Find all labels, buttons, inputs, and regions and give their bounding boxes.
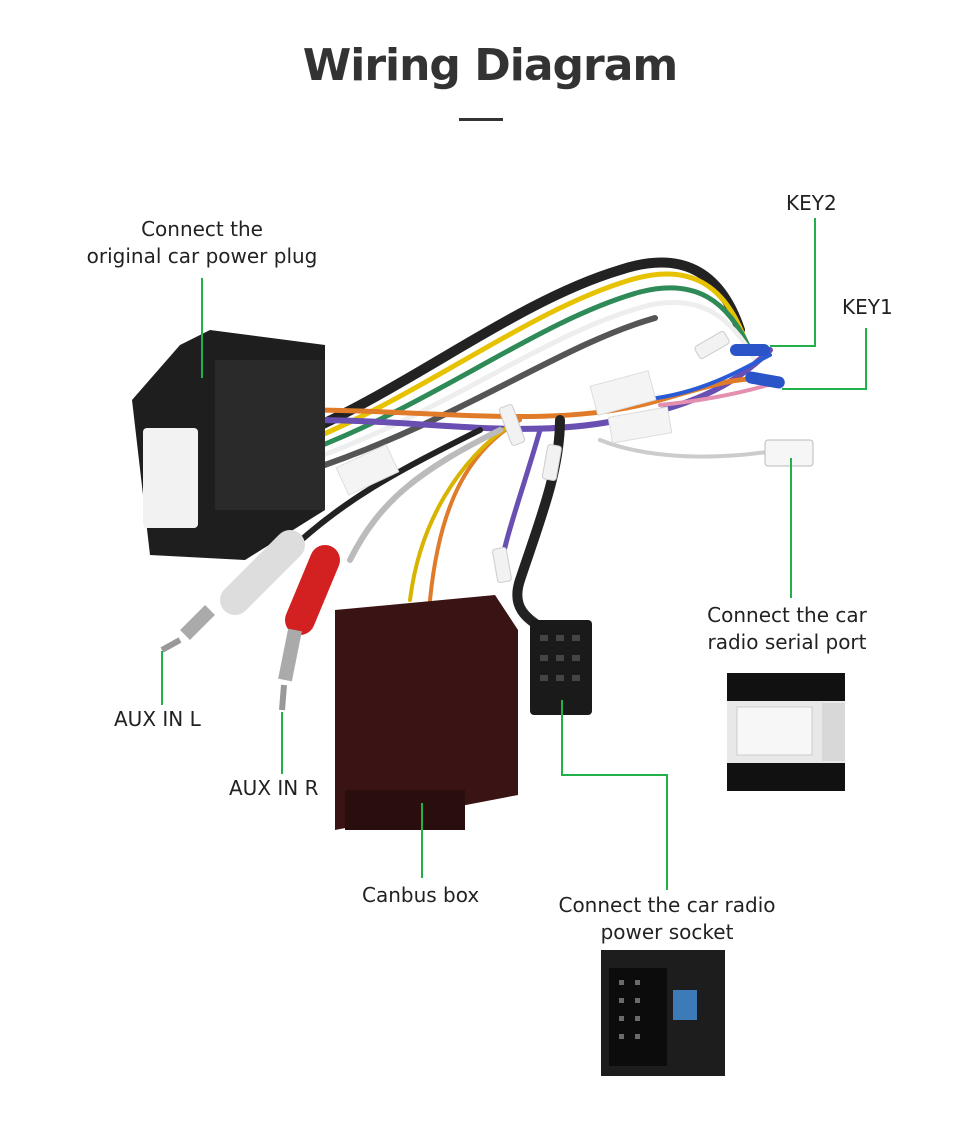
power-socket-label: Connect the car radio power socket bbox=[552, 892, 782, 946]
power-plug-label: Connect the original car power plug bbox=[82, 216, 322, 270]
page-title: Wiring Diagram bbox=[302, 40, 679, 91]
title-underline bbox=[459, 118, 503, 121]
canbus-box-label: Canbus box bbox=[362, 883, 480, 907]
aux-in-r-label: AUX IN R bbox=[229, 776, 319, 800]
serial-port-label-line1: Connect the car bbox=[707, 603, 867, 627]
power-socket-label-line2: power socket bbox=[600, 920, 734, 944]
key1-leader-line bbox=[782, 328, 867, 390]
serial-port-label-line2: radio serial port bbox=[707, 630, 867, 654]
key1-label: KEY1 bbox=[842, 295, 893, 319]
serial-port-photo bbox=[727, 673, 845, 791]
power-socket-leader-line bbox=[561, 700, 668, 890]
key2-leader-line bbox=[770, 218, 816, 347]
power-socket-label-line1: Connect the car radio bbox=[558, 893, 776, 917]
power-plug-label-line2: original car power plug bbox=[86, 244, 318, 268]
power-plug-label-line1: Connect the bbox=[141, 217, 263, 241]
power-socket-photo bbox=[601, 950, 725, 1076]
aux-in-l-label: AUX IN L bbox=[114, 707, 201, 731]
serial-port-label: Connect the car radio serial port bbox=[692, 602, 882, 656]
key2-label: KEY2 bbox=[786, 191, 837, 215]
